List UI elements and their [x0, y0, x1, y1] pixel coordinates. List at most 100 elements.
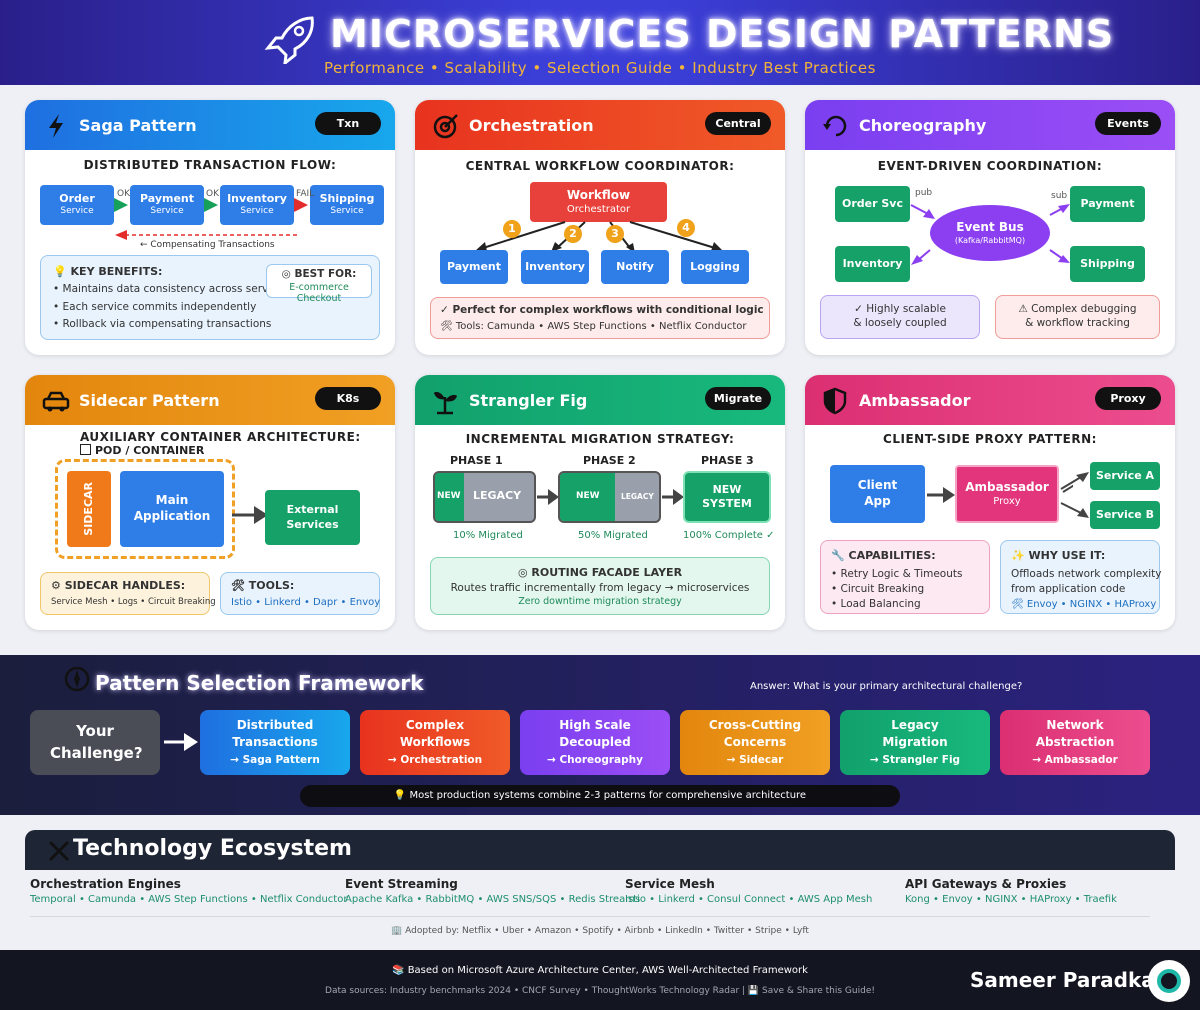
phase-1-new-fill — [435, 473, 464, 521]
page-subtitle: Performance • Scalability • Selection Gu… — [324, 59, 876, 77]
target-icon: ◎ — [281, 268, 295, 280]
ambassador-capabilities-panel: 🔧 CAPABILITIES: • Retry Logic & Timeouts… — [820, 540, 990, 614]
author-name: Sameer Paradkar — [970, 968, 1165, 992]
ambassador-card: Ambassador Proxy CLIENT-SIDE PROXY PATTE… — [805, 375, 1175, 630]
sidecar-flow-title: AUXILIARY CONTAINER ARCHITECTURE: — [80, 430, 361, 444]
phase-2-label: PHASE 2 — [583, 454, 636, 467]
pattern-selection-framework: Pattern Selection Framework Answer: What… — [0, 655, 1200, 815]
choreography-arrows — [910, 204, 1070, 265]
lightning-icon — [49, 114, 63, 138]
ambassador-tag: Proxy — [1095, 387, 1161, 410]
orchestration-flow-title: CENTRAL WORKFLOW COORDINATOR: — [465, 159, 735, 173]
sidecar-tools-panel: 🛠 TOOLS: Istio • Linkerd • Dapr • Envoy — [220, 572, 380, 615]
shield-icon — [823, 387, 847, 415]
orchestration-step-3: 3 — [606, 225, 624, 243]
phase-arrow-2 — [662, 489, 684, 505]
event-bus: Event Bus(Kafka/RabbitMQ) — [930, 205, 1050, 261]
saga-best-for: ◎ BEST FOR: E-commerce Checkout — [266, 264, 372, 304]
pub-label: pub — [915, 188, 933, 198]
your-challenge-box: Your Challenge? — [30, 710, 160, 775]
page-header: MICROSERVICES DESIGN PATTERNS Performanc… — [0, 0, 1200, 85]
gear-icon: ⚙ — [51, 579, 65, 592]
ecosystem-divider — [30, 916, 1150, 917]
phase-1-status: 10% Migrated — [453, 530, 523, 541]
sidecar-pod-label: POD / CONTAINER — [80, 444, 204, 457]
tools-icon: 🛠 — [1011, 599, 1027, 610]
orchestration-title: Orchestration — [469, 116, 594, 135]
ambassador-flow-title: CLIENT-SIDE PROXY PATTERN: — [883, 432, 1097, 446]
sidecar-card: Sidecar Pattern K8s AUXILIARY CONTAINER … — [25, 375, 395, 630]
ambassador-header: Ambassador Proxy — [805, 375, 1175, 425]
choreography-tag: Events — [1095, 112, 1161, 135]
phase-arrow-1 — [537, 489, 559, 505]
sparkle-icon: ✨ — [1011, 549, 1029, 562]
orchestration-step-1: 1 — [503, 220, 521, 238]
phase-3-box: NEW SYSTEM — [683, 471, 771, 523]
ecosystem-title: Technology Ecosystem — [73, 836, 352, 861]
ecosystem-header: Technology Ecosystem — [25, 830, 1175, 870]
service-a-box: Service A — [1090, 462, 1160, 490]
saga-fail-label: FAIL — [296, 189, 315, 199]
saga-best-for-value: E-commerce Checkout — [289, 282, 349, 304]
ambassador-why-panel: ✨ WHY USE IT: Offloads network complexit… — [1000, 540, 1161, 614]
phase-2-box: NEW LEGACY — [558, 471, 661, 523]
saga-benefit-3: • Rollback via compensating transactions — [53, 318, 272, 330]
ambassador-service-arrows — [1060, 472, 1089, 518]
sub-label: sub — [1051, 191, 1068, 201]
orchestration-card: Orchestration Central CENTRAL WORKFLOW C… — [415, 100, 785, 355]
adopted-by: 🏢 Adopted by: Netflix • Uber • Amazon • … — [391, 926, 809, 936]
wrench-icon: 🔧 — [831, 549, 849, 562]
orchestration-tools: 🛠 Tools: Camunda • AWS Step Functions • … — [440, 321, 747, 332]
sidecar-pod-border — [55, 459, 235, 559]
strangler-title: Strangler Fig — [469, 391, 588, 410]
compass-icon — [64, 666, 90, 692]
choreography-card: Choreography Events EVENT-DRIVEN COORDIN… — [805, 100, 1175, 355]
ambassador-arrows — [927, 484, 1073, 503]
phase-1-box: NEW LEGACY — [433, 471, 536, 523]
tools-icon: 🛠 — [440, 321, 456, 332]
choreography-order-svc: Order Svc — [835, 186, 910, 222]
tools-icon: 🛠 — [231, 579, 249, 592]
sidecar-title: Sidecar Pattern — [79, 391, 220, 410]
cycle-icon — [823, 115, 847, 137]
saga-card: Saga Pattern Txn DISTRIBUTED TRANSACTION… — [25, 100, 395, 355]
phase-3-label: PHASE 3 — [701, 454, 754, 467]
choreography-flow-title: EVENT-DRIVEN COORDINATION: — [877, 159, 1103, 173]
footer-data-sources: Data sources: Industry benchmarks 2024 •… — [325, 986, 875, 996]
framework-tip: 💡 Most production systems combine 2-3 pa… — [300, 785, 900, 807]
car-icon — [42, 391, 70, 412]
sidecar-header: Sidecar Pattern K8s — [25, 375, 395, 425]
orchestration-note: ✓ Perfect for complex workflows with con… — [430, 297, 770, 339]
phase-2-status: 50% Migrated — [578, 530, 648, 541]
choreography-con-panel: ⚠ Complex debugging & workflow tracking — [995, 295, 1160, 339]
framework-question: Answer: What is your primary architectur… — [750, 681, 1023, 692]
strangler-tag: Migrate — [705, 387, 771, 410]
saga-header: Saga Pattern Txn — [25, 100, 395, 150]
orchestration-notify: Notify — [601, 250, 669, 284]
saga-benefits-panel: 💡 KEY BENEFITS: • Maintains data consist… — [40, 255, 380, 340]
choreography-title: Choreography — [859, 116, 987, 135]
sidecar-tag: K8s — [315, 387, 381, 410]
saga-flow-title: DISTRIBUTED TRANSACTION FLOW: — [83, 158, 337, 172]
choreography-inventory: Inventory — [835, 246, 910, 282]
saga-benefits-title: 💡 KEY BENEFITS: — [53, 265, 163, 278]
strangler-card: Strangler Fig Migrate INCREMENTAL MIGRAT… — [415, 375, 785, 630]
routing-facade-panel: ◎ ROUTING FACADE LAYER Routes traffic in… — [430, 557, 770, 615]
ambassador-title: Ambassador — [859, 391, 971, 410]
